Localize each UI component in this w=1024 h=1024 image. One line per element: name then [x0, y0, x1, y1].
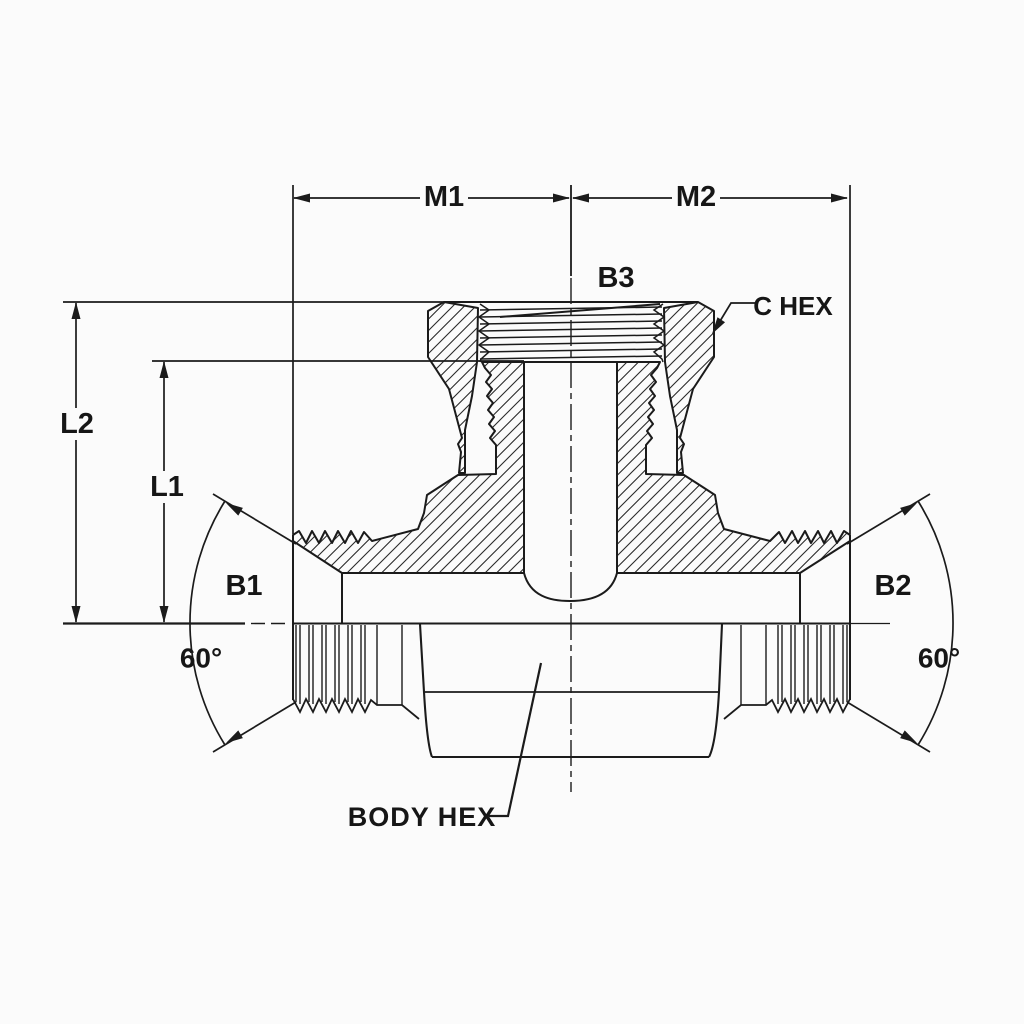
- arrow-l2-bottom: [71, 606, 81, 623]
- fitting-body-section: [292, 361, 851, 700]
- thread-profile-right: [652, 303, 666, 363]
- angle-arc-left: [189, 500, 226, 746]
- angle-leg-right-upper: [846, 493, 931, 545]
- arrow-m2-right: [831, 193, 848, 203]
- dimension-graphics: [63, 185, 954, 818]
- angle-leg-right-lower: [846, 701, 931, 753]
- left-thread-crest-profile: [292, 696, 420, 720]
- body-section-left-lobe: [292, 361, 525, 574]
- arrow-angle-left-lower: [226, 730, 243, 743]
- swivel-nut-section: [427, 301, 715, 474]
- label-b3: B3: [597, 262, 634, 294]
- branch-drill-point: [523, 572, 618, 602]
- arrow-l2-top: [71, 302, 81, 319]
- body-section-right-lobe: [616, 361, 851, 574]
- nut-internal-threads: [477, 303, 666, 363]
- arrow-angle-right-lower: [900, 730, 917, 743]
- arrow-angle-left-upper: [226, 503, 243, 516]
- dimension-arrowheads: [71, 193, 917, 743]
- label-angle-right: 60°: [918, 643, 960, 674]
- external-threads-bottom: [292, 625, 851, 720]
- label-b1: B1: [225, 570, 262, 602]
- right-port-thread-lines: [777, 625, 848, 704]
- angle-leg-left-lower: [212, 701, 297, 753]
- arrow-l1-bottom: [159, 606, 169, 623]
- label-l2: L2: [60, 408, 94, 440]
- thread-start-helix-line: [499, 303, 661, 318]
- angle-leg-left-upper: [212, 493, 297, 545]
- right-thread-crest-profile: [723, 696, 851, 720]
- label-angle-left: 60°: [180, 643, 222, 674]
- thread-profile-left: [477, 303, 491, 363]
- label-b2: B2: [874, 570, 911, 602]
- arrow-m1-left: [293, 193, 310, 203]
- label-m2: M2: [676, 181, 716, 213]
- label-l1: L1: [150, 471, 184, 503]
- arrow-l1-top: [159, 361, 169, 378]
- nut-right-wall: [663, 301, 715, 474]
- body-hex-outline: [418, 623, 724, 759]
- label-backgrounds: [57, 183, 720, 503]
- arrow-m1-right: [553, 193, 570, 203]
- nut-left-wall: [427, 301, 479, 474]
- body-hex-leader: [489, 662, 543, 818]
- label-m1: M1: [424, 181, 464, 213]
- arrow-angle-right-upper: [900, 503, 917, 516]
- label-c-hex: C HEX: [753, 291, 833, 321]
- dimension-labels: M1 M2 B3 C HEX L2 L1 B1 B2 60° 60° BODY …: [60, 181, 960, 832]
- arrow-m2-left: [572, 193, 589, 203]
- centerlines: [63, 185, 890, 792]
- arrow-c-hex-leader: [712, 317, 726, 334]
- angle-arc-right: [917, 500, 954, 746]
- left-port-thread-lines: [295, 625, 366, 704]
- label-body-hex: BODY HEX: [348, 802, 497, 832]
